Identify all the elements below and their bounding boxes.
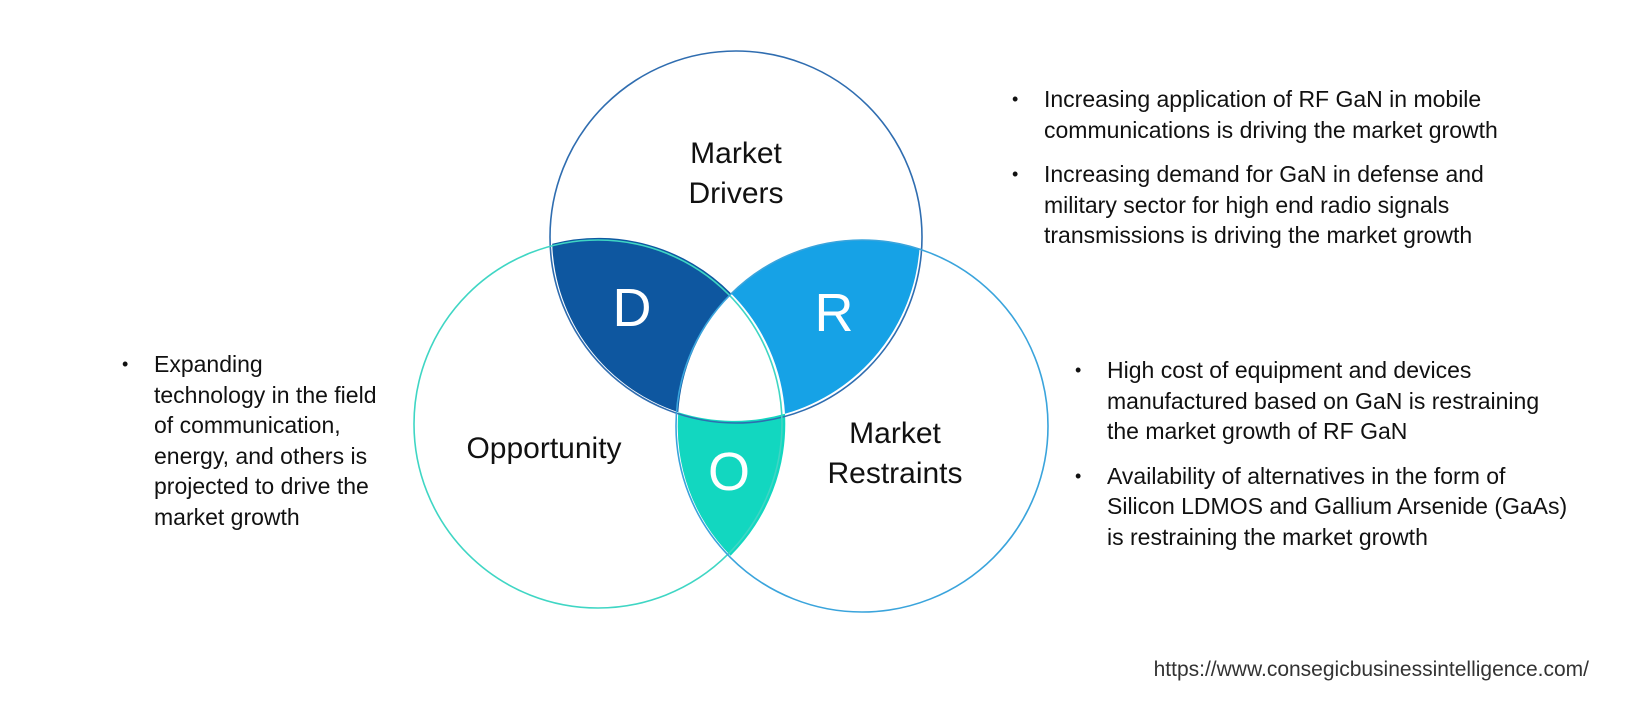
restraints-circle — [675, 239, 1049, 613]
drivers-label: Market — [690, 137, 782, 170]
drivers-circle — [549, 50, 923, 424]
source-url[interactable]: https://www.consegicbusinessintelligence… — [1153, 658, 1589, 681]
opportunity-bullet-item: Expanding technology in the field of com… — [120, 349, 380, 532]
restraint-bullet-item: High cost of equipment and devices manuf… — [1073, 355, 1573, 447]
restraints-label: Market — [849, 417, 941, 450]
opportunity-bullet-list: Expanding technology in the field of com… — [120, 349, 380, 546]
driver-bullet-item: Increasing demand for GaN in defense and… — [1010, 159, 1510, 251]
restraint-bullet-item: Availability of alternatives in the form… — [1073, 461, 1573, 553]
d-letter: D — [613, 278, 652, 338]
drivers-restraints-intersection — [731, 239, 920, 414]
drivers-label-line2: Drivers — [689, 177, 784, 210]
opportunity-circle — [413, 239, 783, 609]
drivers-bullet-list: Increasing application of RF GaN in mobi… — [1010, 84, 1510, 265]
r-letter: R — [815, 283, 854, 343]
o-letter: O — [708, 442, 750, 502]
drivers-opportunity-intersection — [552, 237, 732, 413]
driver-bullet-item: Increasing application of RF GaN in mobi… — [1010, 84, 1510, 145]
restraints-label-line2: Restraints — [827, 457, 962, 490]
opportunity-label: Opportunity — [466, 432, 621, 465]
restraints-bullet-list: High cost of equipment and devices manuf… — [1073, 355, 1573, 566]
opportunity-restraints-intersection — [677, 412, 786, 556]
